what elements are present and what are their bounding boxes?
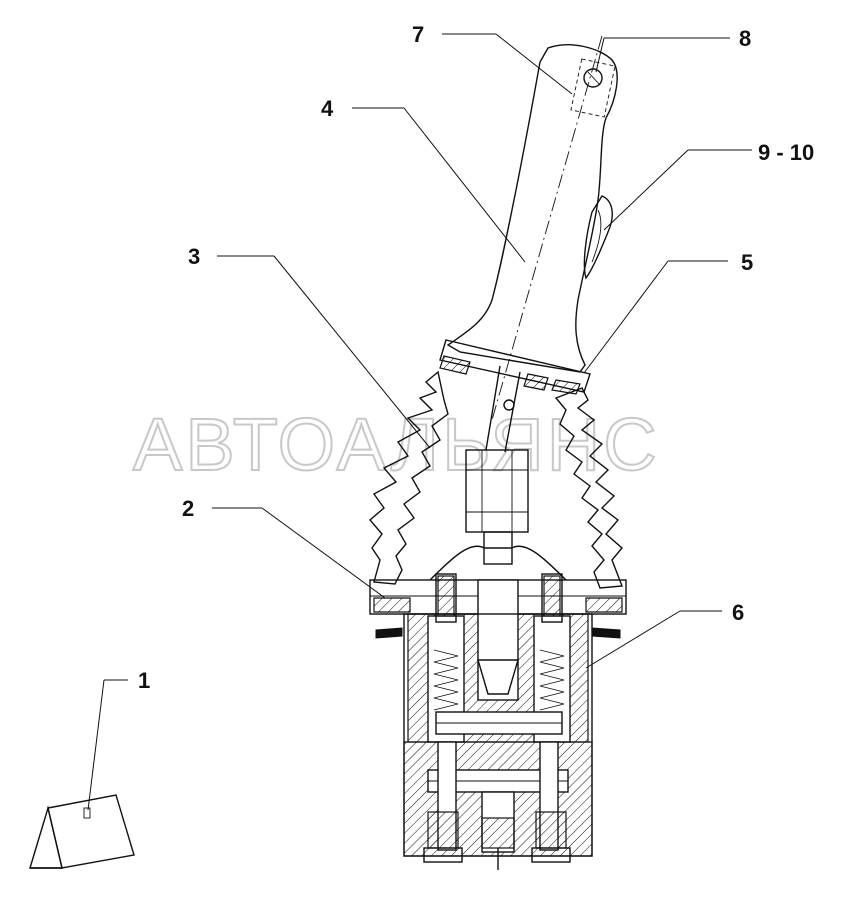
callout-1: 1: [138, 668, 150, 693]
callout-4: 4: [321, 96, 334, 121]
callout-9-10: 9 - 10: [758, 140, 814, 165]
callout-8: 8: [739, 26, 751, 51]
callout-7: 7: [412, 22, 424, 47]
coupling-nut: [429, 449, 567, 581]
callout-2: 2: [182, 496, 194, 521]
ports: [423, 811, 571, 870]
part-1-tag: [29, 794, 135, 869]
callout-3: 3: [188, 244, 200, 269]
part-5-collar: [439, 339, 591, 453]
callout-6: 6: [732, 600, 744, 625]
watermark-text: АВТОАЛЬЯНС: [133, 403, 660, 486]
leader-lines: [87, 33, 752, 811]
part-3-boot: [369, 370, 623, 589]
callout-5: 5: [741, 250, 753, 275]
